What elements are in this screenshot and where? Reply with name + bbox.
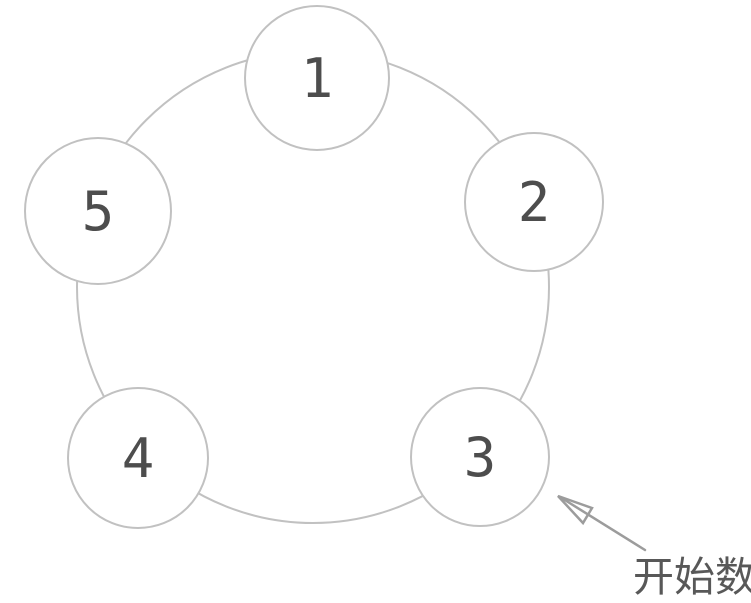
node-labels: 1 2 3 4 5 bbox=[82, 47, 551, 490]
arrow-shaft bbox=[558, 495, 647, 552]
node-circle-4 bbox=[67, 387, 209, 529]
node-label-5: 5 bbox=[82, 180, 115, 243]
node-circle-2 bbox=[464, 132, 604, 272]
node-circle-1 bbox=[244, 5, 390, 151]
arrow-head-icon bbox=[557, 494, 594, 526]
annotation-start-label: 开始数 bbox=[633, 553, 751, 601]
node-label-2: 2 bbox=[518, 171, 551, 234]
node-circle-3 bbox=[410, 387, 550, 527]
node-label-1: 1 bbox=[301, 47, 334, 110]
node-label-3: 3 bbox=[464, 426, 497, 489]
node-circle-5 bbox=[24, 137, 172, 285]
node-label-4: 4 bbox=[122, 427, 155, 490]
node-circles bbox=[24, 5, 604, 529]
start-arrow bbox=[557, 494, 647, 552]
